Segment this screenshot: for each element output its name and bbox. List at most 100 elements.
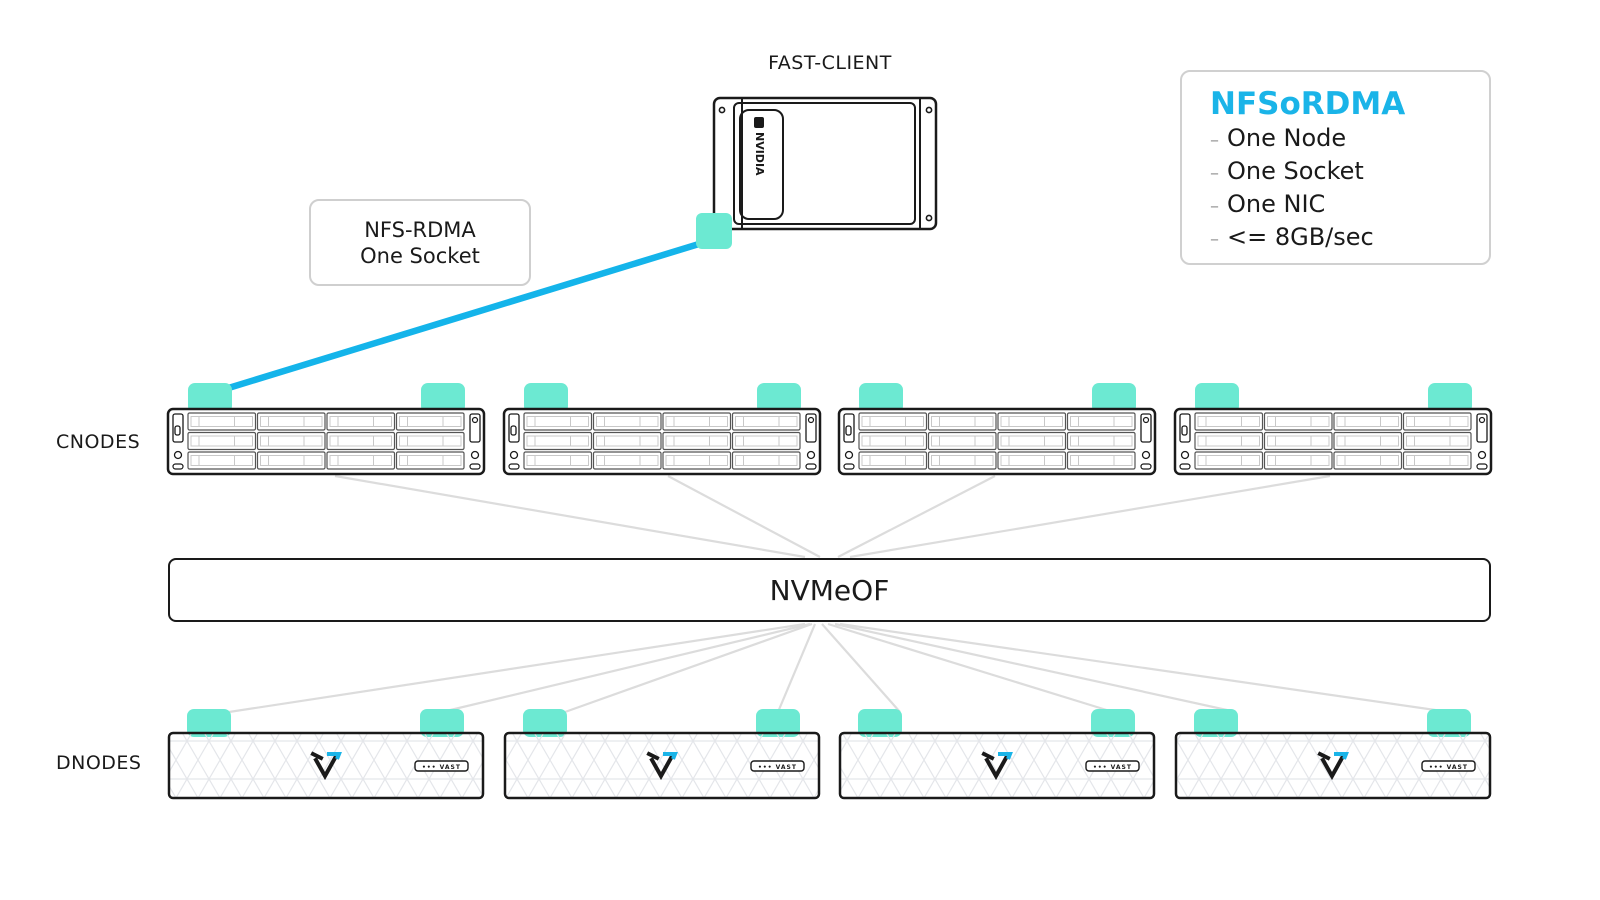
power-button-icon	[173, 450, 183, 460]
drive-bay-handle	[735, 416, 798, 427]
dnode-fabric-link	[228, 622, 806, 714]
rdma-link-layer	[218, 236, 716, 394]
vast-logo-mark	[646, 751, 674, 781]
dnode-nic-port[interactable]	[523, 709, 567, 737]
cnode-nic-port[interactable]	[1092, 383, 1136, 413]
client-nic-port[interactable]	[696, 213, 732, 249]
led-icon	[843, 463, 855, 470]
drive-bay	[731, 451, 801, 470]
drive-bay-handle	[1406, 435, 1469, 447]
drive-bay	[395, 451, 465, 470]
vast-badge	[1421, 760, 1476, 772]
drive-bay-handle	[1336, 416, 1399, 427]
drive-bay	[592, 451, 662, 470]
dnode-nic-port[interactable]	[756, 709, 800, 737]
power-button-icon	[1477, 450, 1487, 460]
chassis-ear	[1476, 413, 1488, 443]
drive-bay	[1333, 431, 1403, 451]
chassis-ear	[1140, 413, 1152, 443]
cnode-chassis	[1173, 407, 1493, 476]
drive-bay-handle	[260, 416, 323, 427]
dnode-enclosure[interactable]: ••• VAST	[503, 709, 821, 800]
indicator-icon	[1142, 416, 1150, 424]
drive-bay-handle	[861, 435, 924, 447]
dnode-fabric-link	[776, 623, 817, 713]
drive-bay-handle	[260, 455, 323, 466]
drive-bay-handle	[1406, 455, 1469, 466]
dnode-nic-port[interactable]	[420, 709, 464, 737]
drive-bay-handle	[329, 435, 392, 447]
cnode-nic-port[interactable]	[421, 383, 465, 413]
dnode-enclosure[interactable]: ••• VAST	[838, 709, 1156, 800]
dnode-enclosure[interactable]: ••• VAST	[167, 709, 485, 800]
led-icon	[1476, 463, 1488, 470]
vast-badge-text: ••• VAST	[1093, 764, 1132, 771]
legend-item: –One Socket	[1210, 156, 1489, 189]
cnode-server[interactable]	[837, 383, 1157, 476]
drive-bay	[326, 451, 396, 470]
cnode-layer	[166, 383, 1493, 476]
dash-icon: –	[1210, 130, 1219, 151]
client-title: FAST-CLIENT	[768, 52, 892, 74]
cnode-server[interactable]	[502, 383, 822, 476]
nfs-rdma-link	[218, 236, 716, 394]
dnode-enclosure[interactable]: ••• VAST	[1174, 709, 1492, 800]
fabric-label: NVMeOF	[769, 573, 890, 607]
drive-bay-handle	[596, 455, 659, 466]
dnode-nic-port[interactable]	[858, 709, 902, 737]
drive-bay-handle	[1336, 435, 1399, 447]
drive-bay	[1194, 412, 1264, 431]
drive-bay	[1066, 431, 1136, 451]
cnode-nic-port[interactable]	[524, 383, 568, 413]
drive-bay-handle	[1000, 435, 1063, 447]
vast-logo-accent	[327, 752, 342, 760]
cnode-server[interactable]	[1173, 383, 1493, 476]
dnode-nic-port[interactable]	[1091, 709, 1135, 737]
fast-client-server[interactable]: NVIDIA	[712, 96, 938, 231]
drive-bay	[662, 412, 732, 431]
link-note-box: NFS-RDMA One Socket	[309, 199, 531, 286]
drive-bay-handle	[1070, 435, 1133, 447]
cnode-nic-port[interactable]	[1195, 383, 1239, 413]
drive-bay-handle	[190, 455, 253, 466]
vast-badge-text: ••• VAST	[1429, 764, 1468, 771]
cnode-chassis	[837, 407, 1157, 476]
led-icon	[805, 463, 817, 470]
dnode-nic-port[interactable]	[1427, 709, 1471, 737]
power-button-icon	[806, 450, 816, 460]
dnodes-row-label: DNODES	[56, 752, 142, 774]
drive-bay-handle	[526, 435, 589, 447]
cnode-nic-port[interactable]	[757, 383, 801, 413]
dnode-layer: ••• VAST••• VAST••• VAST••• VAST	[167, 709, 1492, 800]
drive-bay-handle	[526, 455, 589, 466]
drive-bay	[927, 451, 997, 470]
usb-port-icon	[510, 425, 517, 436]
drive-bay	[731, 412, 801, 431]
nvmeof-fabric[interactable]: NVMeOF	[168, 558, 1491, 622]
cnode-nic-port[interactable]	[188, 383, 232, 413]
dnode-nic-port[interactable]	[187, 709, 231, 737]
cnode-nic-port[interactable]	[1428, 383, 1472, 413]
drive-bay-handle	[399, 435, 462, 447]
drive-bay	[1263, 431, 1333, 451]
dnode-fabric-link	[821, 623, 901, 713]
dnode-chassis	[503, 731, 821, 800]
drive-bay-handle	[735, 455, 798, 466]
cnode-nic-port[interactable]	[859, 383, 903, 413]
dnode-fabric-link	[564, 622, 813, 714]
power-button-icon	[470, 450, 480, 460]
drive-bay-handle	[1197, 435, 1260, 447]
vast-logo-icon	[981, 751, 1013, 781]
cnode-fabric-link	[667, 475, 821, 558]
drive-bay	[927, 412, 997, 431]
cnode-server[interactable]	[166, 383, 486, 476]
power-button-icon	[509, 450, 519, 460]
drive-bay	[858, 412, 928, 431]
dnode-nic-port[interactable]	[1194, 709, 1238, 737]
drive-bay-handle	[526, 416, 589, 427]
drive-bay-handle	[1267, 455, 1330, 466]
drive-bay	[858, 431, 928, 451]
dash-icon: –	[1210, 163, 1219, 184]
dnode-chassis	[1174, 731, 1492, 800]
